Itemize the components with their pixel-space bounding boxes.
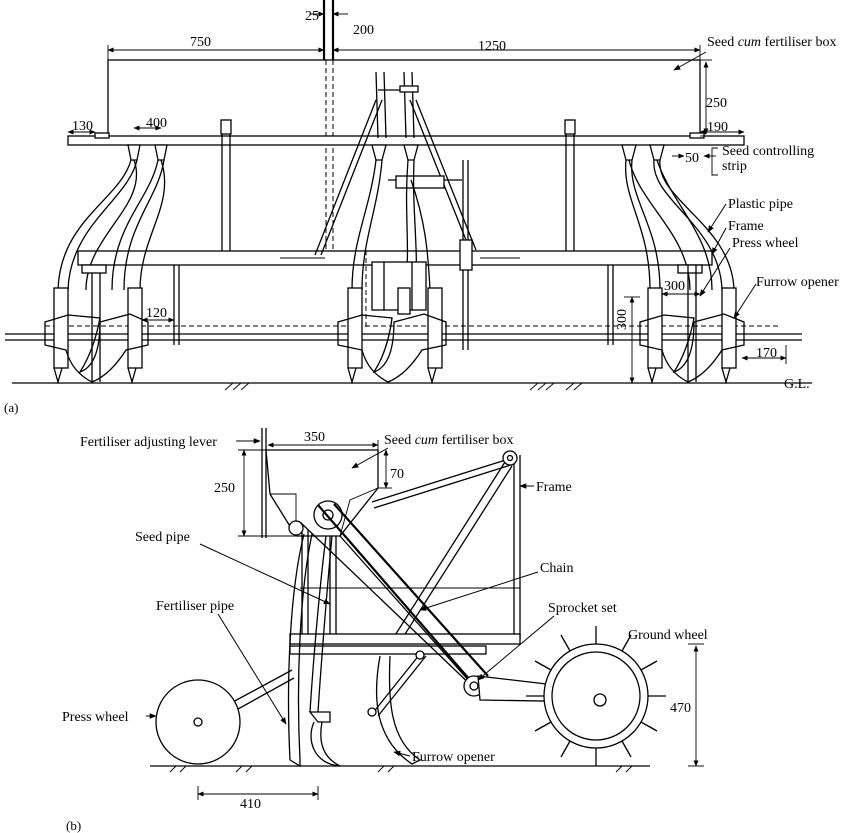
label-press-wheel-b: Press wheel [62,710,129,725]
label-seed-controlling-strip: Seed controlling [722,144,814,159]
label-sprocket-set: Sprocket set [548,601,617,616]
label-ground-level: G.L. [784,377,810,392]
label-chain: Chain [540,561,573,576]
label-strip: strip [722,159,747,174]
front-view-drawing [5,0,812,391]
label-plastic-pipe: Plastic pipe [728,197,793,212]
dim-1250: 1250 [478,39,506,54]
dim-25: 25 [305,9,319,24]
dim-350: 350 [304,430,325,445]
dim-50: 50 [685,151,699,166]
side-view-dimensions [197,440,704,800]
dim-70: 70 [390,467,404,482]
side-view-drawing [150,428,666,773]
front-view-dimension-texts: 25 200 750 1250 250 130 400 190 50 120 3… [72,9,777,361]
label-furrow-opener-a: Furrow opener [756,275,839,290]
dim-250-side: 250 [214,481,235,496]
caption-a: (a) [4,400,18,415]
label-press-wheel-a: Press wheel [732,236,799,251]
side-view-dimension-texts: 350 250 70 470 410 [214,430,691,812]
dim-300-height: 300 [615,309,630,330]
dim-250-box: 250 [706,96,727,111]
label-seed-pipe: Seed pipe [135,530,190,545]
front-view-labels: Seed cum fertiliser box Seed controlling… [4,35,839,415]
caption-b: (b) [66,818,81,833]
dim-470: 470 [670,701,691,716]
label-frame-a: Frame [728,219,764,234]
label-fertiliser-pipe: Fertiliser pipe [156,599,234,614]
side-view-labels: Fertiliser adjusting lever Seed cum fert… [62,433,708,833]
label-ground-wheel: Ground wheel [628,628,708,643]
label-furrow-opener-b: Furrow opener [412,750,495,765]
dim-200: 200 [353,23,374,38]
main-frame-side [289,633,521,645]
front-view-dimensions [67,11,787,384]
dim-120: 120 [146,306,167,321]
dim-190: 190 [707,120,728,135]
label-seed-cum-fertiliser-box-a: Seed cum fertiliser box [707,35,836,50]
label-fertiliser-adjusting-lever: Fertiliser adjusting lever [80,435,217,450]
dim-410: 410 [240,797,261,812]
label-seed-cum-fertiliser-box-b: Seed cum fertiliser box [384,433,513,448]
dim-130: 130 [72,119,93,134]
seed-fertiliser-box-front [107,59,701,139]
dim-170: 170 [756,346,777,361]
label-frame-b: Frame [536,480,572,495]
ground-wheel-spikes [526,626,666,766]
dim-300-width: 300 [664,279,685,294]
dim-400: 400 [146,116,167,131]
dim-750: 750 [190,35,211,50]
